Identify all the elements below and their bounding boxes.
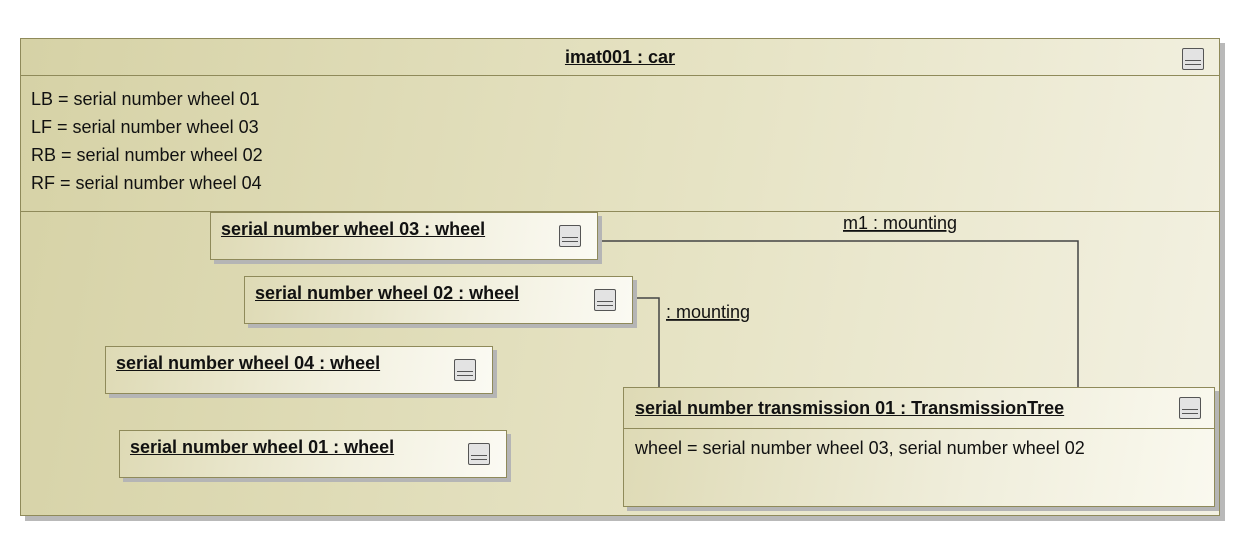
compartment-divider (624, 428, 1214, 429)
link-mounting-label: : mounting (666, 302, 750, 322)
car-attributes: LB = serial number wheel 01 LF = serial … (31, 85, 263, 197)
compartment-toggle-icon[interactable] (468, 443, 490, 465)
instance-wheel-02[interactable]: serial number wheel 02 : wheel (244, 276, 633, 324)
instance-wheel-04[interactable]: serial number wheel 04 : wheel (105, 346, 493, 394)
attribute-rf: RF = serial number wheel 04 (31, 173, 262, 193)
compartment-toggle-icon[interactable] (1179, 397, 1201, 419)
instance-transmission-01[interactable]: serial number transmission 01 : Transmis… (623, 387, 1215, 507)
link-m1-mounting[interactable] (598, 240, 1079, 387)
instance-name: serial number transmission 01 : Transmis… (635, 398, 1065, 418)
compartment-divider (21, 211, 1219, 212)
instance-name: serial number wheel 01 : wheel (130, 437, 395, 457)
attribute-lf: LF = serial number wheel 03 (31, 117, 259, 137)
link-mounting[interactable] (633, 297, 660, 387)
compartment-toggle-icon[interactable] (594, 289, 616, 311)
instance-name: serial number wheel 03 : wheel (221, 219, 486, 239)
attribute-lb: LB = serial number wheel 01 (31, 89, 260, 109)
attribute-rb: RB = serial number wheel 02 (31, 145, 263, 165)
instance-name: serial number wheel 02 : wheel (255, 283, 520, 303)
car-instance-title: imat001 : car (21, 39, 1219, 76)
compartment-toggle-icon[interactable] (559, 225, 581, 247)
instance-name: serial number wheel 04 : wheel (116, 353, 381, 373)
instance-wheel-01[interactable]: serial number wheel 01 : wheel (119, 430, 507, 478)
compartment-toggle-icon[interactable] (1182, 48, 1204, 70)
transmission-wheel-attribute: wheel = serial number wheel 03, serial n… (635, 438, 1085, 458)
instance-wheel-03[interactable]: serial number wheel 03 : wheel (210, 212, 598, 260)
link-m1-label: m1 : mounting (843, 213, 957, 233)
compartment-toggle-icon[interactable] (454, 359, 476, 381)
